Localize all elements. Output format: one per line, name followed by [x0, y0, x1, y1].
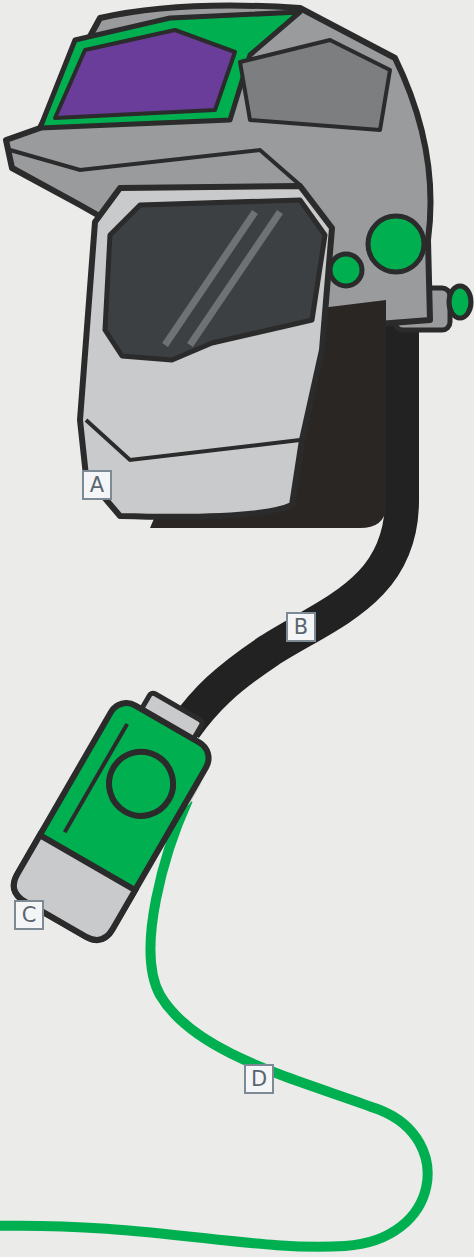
fitting-cap — [449, 286, 471, 318]
welding-lens — [105, 200, 325, 360]
shell-panel — [240, 40, 390, 130]
blower-unit — [7, 679, 225, 946]
small-knob — [330, 254, 362, 286]
cord — [0, 800, 428, 1247]
blower-body — [7, 697, 215, 947]
blower-filter — [7, 835, 135, 946]
callout-letter: B — [286, 612, 316, 642]
lens-glare — [165, 212, 280, 345]
face-shield — [80, 186, 332, 517]
visor-peak — [10, 150, 300, 185]
adjust-knob — [368, 216, 424, 272]
blower-button — [97, 740, 184, 827]
callout-letter: C — [14, 900, 44, 930]
grinding-lens — [55, 30, 235, 118]
shield-seam — [86, 420, 300, 460]
callout-letter: A — [82, 470, 112, 500]
callout-letter: D — [244, 1064, 274, 1094]
